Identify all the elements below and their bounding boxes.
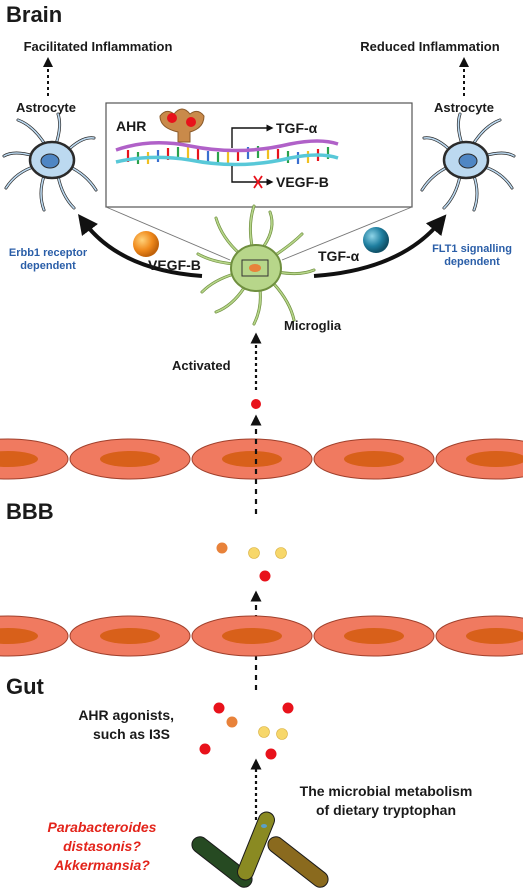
microglia-cell bbox=[196, 204, 316, 326]
right-astrocyte-label: Astrocyte bbox=[434, 100, 494, 115]
bacteria-icon bbox=[191, 811, 329, 888]
ahr-transcription-inset: AHR bbox=[105, 102, 413, 208]
right-outcome-label: Reduced Inflammation bbox=[360, 39, 499, 54]
block-x-icon bbox=[253, 175, 263, 189]
right-astrocyte-cell bbox=[420, 112, 516, 212]
agonists-label-line2: such as I3S bbox=[93, 726, 170, 742]
ahr-ligand-dot bbox=[186, 117, 196, 127]
agonist-dot bbox=[276, 728, 288, 740]
inset-tgf-alpha-label: TGF-α bbox=[276, 120, 318, 136]
tgf-alpha-promote-arrow bbox=[231, 124, 274, 148]
bacteria-candidate-line3: Akkermansia? bbox=[53, 857, 150, 873]
tgf-alpha-ball-icon bbox=[363, 227, 389, 253]
bacteria-candidate-line1: Parabacteroides bbox=[48, 819, 157, 835]
zoom-connector bbox=[281, 206, 413, 261]
left-receptor-line1: Erbb1 receptor bbox=[9, 247, 88, 259]
agonist-dot bbox=[265, 748, 277, 760]
zoom-connector bbox=[105, 206, 231, 261]
ahr-label: AHR bbox=[116, 118, 146, 134]
left-receptor-line2: dependent bbox=[20, 260, 76, 272]
tgf-alpha-to-right-astrocyte-arrow bbox=[313, 214, 447, 278]
gut-endothelium-lower bbox=[0, 615, 523, 657]
metabolite-dot bbox=[275, 547, 287, 559]
left-outcome-label: Facilitated Inflammation bbox=[24, 39, 173, 54]
inset-vegf-b-label: VEGF-B bbox=[276, 174, 329, 190]
vegf-b-factor-label: VEGF-B bbox=[148, 257, 201, 273]
agonist-dot bbox=[282, 702, 294, 714]
vegf-b-to-left-astrocyte-arrow bbox=[77, 214, 203, 278]
bbb-heading: BBB bbox=[6, 499, 54, 524]
metabolite-dot bbox=[248, 547, 260, 559]
vegf-b-ball-icon bbox=[133, 231, 159, 257]
agonist-dot bbox=[213, 702, 225, 714]
tgf-alpha-factor-label: TGF-α bbox=[318, 248, 360, 264]
agonists-label-line1: AHR agonists, bbox=[78, 707, 174, 723]
metabolite-dot bbox=[259, 570, 271, 582]
bacteria-candidate-line2: distasonis? bbox=[63, 838, 141, 854]
bbb-endothelium-upper bbox=[0, 438, 523, 480]
agonist-dot bbox=[226, 716, 238, 728]
left-astrocyte-label: Astrocyte bbox=[16, 100, 76, 115]
agonist-dot bbox=[258, 726, 270, 738]
agonist-dot bbox=[199, 743, 211, 755]
metabolism-label-line1: The microbial metabolism bbox=[300, 783, 473, 799]
metabolite-dot bbox=[216, 542, 228, 554]
gut-heading: Gut bbox=[6, 674, 45, 699]
ahr-ligand-dot bbox=[167, 113, 177, 123]
activated-label: Activated bbox=[172, 358, 231, 373]
right-receptor-line1: FLT1 signalling bbox=[432, 243, 512, 255]
right-receptor-line2: dependent bbox=[444, 256, 500, 268]
metabolism-label-line2: of dietary tryptophan bbox=[316, 802, 456, 818]
dna-strand-icon bbox=[115, 139, 339, 167]
left-astrocyte-cell bbox=[2, 112, 98, 212]
microglia-label: Microglia bbox=[284, 318, 342, 333]
agonist-dot bbox=[251, 399, 261, 409]
brain-heading: Brain bbox=[6, 2, 62, 27]
